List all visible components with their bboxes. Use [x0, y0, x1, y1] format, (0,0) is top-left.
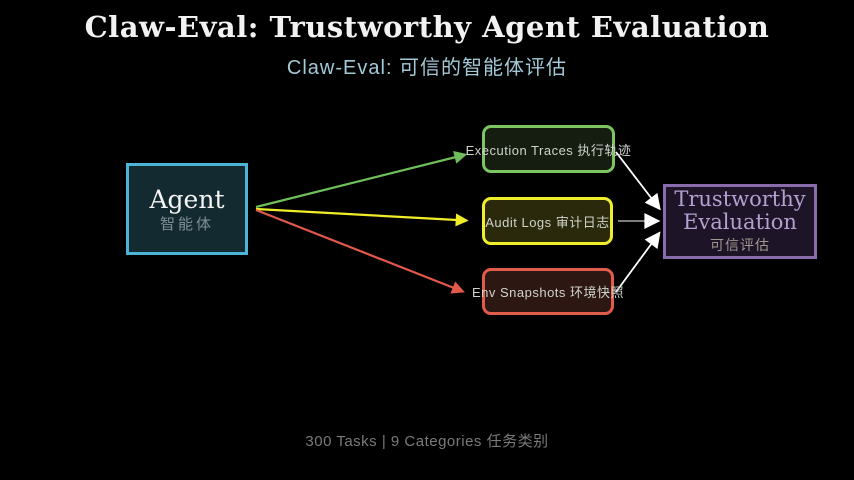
agent-label: Agent	[149, 184, 225, 214]
audit-logs-label: Audit Logs 审计日志	[485, 214, 610, 230]
agent-to-audit-arrow	[255, 207, 469, 227]
trustworthy-evaluation-label-zh: 可信评估	[710, 236, 770, 253]
trustworthy-evaluation-label: Trustworthy Evaluation	[674, 187, 806, 234]
execution-traces-node: Execution Traces 执行轨迹	[466, 125, 631, 173]
execution-traces-label: Execution Traces 执行轨迹	[465, 142, 632, 158]
agent-label-zh: 智能体	[159, 215, 214, 233]
page-subtitle: Claw-Eval: 可信的智能体评估	[286, 57, 568, 79]
env-snapshots-label: Env Snapshots 环境快照	[471, 285, 625, 300]
agent-to-env-arrow	[255, 208, 465, 294]
footer-stats: 300 Tasks | 9 Categories 任务类别	[305, 433, 549, 450]
traces-to-eval-arrow	[615, 151, 661, 211]
agent-node: Agent 智能体	[126, 163, 248, 255]
trustworthy-evaluation-node: Trustworthy Evaluation 可信评估	[663, 184, 817, 259]
agent-to-traces-arrow	[255, 151, 468, 209]
env-snapshots-node: Env Snapshots 环境快照	[472, 268, 624, 315]
page-title: Claw-Eval: Trustworthy Agent Evaluation	[84, 10, 770, 44]
audit-logs-node: Audit Logs 审计日志	[482, 197, 613, 245]
